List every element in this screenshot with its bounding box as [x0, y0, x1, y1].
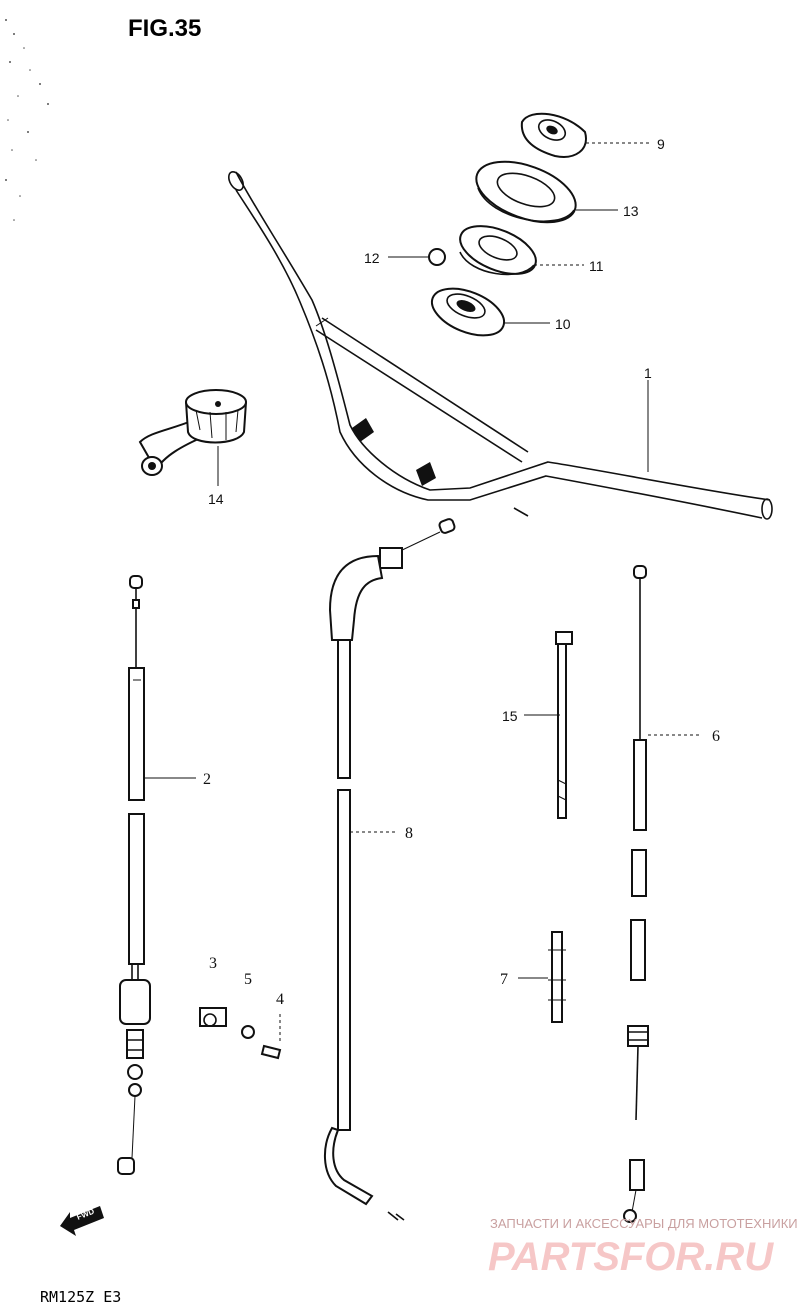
part-ref-5: 5	[244, 971, 252, 988]
part-15-cable-tie	[555, 631, 573, 819]
part-ref-3: 3	[209, 955, 217, 972]
figure-title: FIG.35	[128, 15, 201, 42]
part-ref-7: 7	[500, 971, 508, 988]
part-3-clamp	[199, 1007, 227, 1027]
part-7-clip	[548, 931, 566, 1023]
part-2-cable	[117, 575, 151, 1175]
part-ref-15: 15	[502, 708, 518, 724]
part-12-ball	[428, 248, 446, 266]
part-9-grip-end	[520, 112, 587, 158]
part-11-washer	[459, 225, 537, 276]
part-ref-9: 9	[657, 136, 665, 152]
part-4-screw	[260, 1014, 282, 1060]
part-14-throttle-housing	[138, 389, 248, 476]
part-ref-10: 10	[555, 316, 571, 332]
part-ref-1: 1	[644, 365, 652, 381]
scan-noise	[5, 19, 49, 221]
part-ref-13: 13	[623, 203, 639, 219]
part-8-throttle-cable	[323, 518, 456, 1221]
part-13-grommet	[475, 160, 577, 224]
model-code: RM125Z E3	[40, 1288, 121, 1306]
part-ref-11: 11	[589, 258, 604, 274]
handlebar	[227, 171, 773, 520]
part-ref-12: 12	[364, 250, 380, 266]
part-ref-6: 6	[712, 728, 720, 745]
front-direction-arrow-icon: FWD	[60, 1206, 104, 1236]
watermark-logo: PARTSFOR.RU	[488, 1235, 774, 1279]
part-6-cable	[623, 565, 649, 1223]
part-ref-8: 8	[405, 825, 413, 842]
part-ref-14: 14	[208, 491, 224, 507]
part-ref-2: 2	[203, 771, 211, 788]
part-10-cushion	[430, 287, 506, 337]
part-ref-4: 4	[276, 991, 284, 1008]
watermark-caption: ЗАПЧАСТИ И АКСЕССУАРЫ ДЛЯ МОТОТЕХНИКИ	[490, 1216, 798, 1231]
part-5-nut	[241, 1025, 255, 1039]
